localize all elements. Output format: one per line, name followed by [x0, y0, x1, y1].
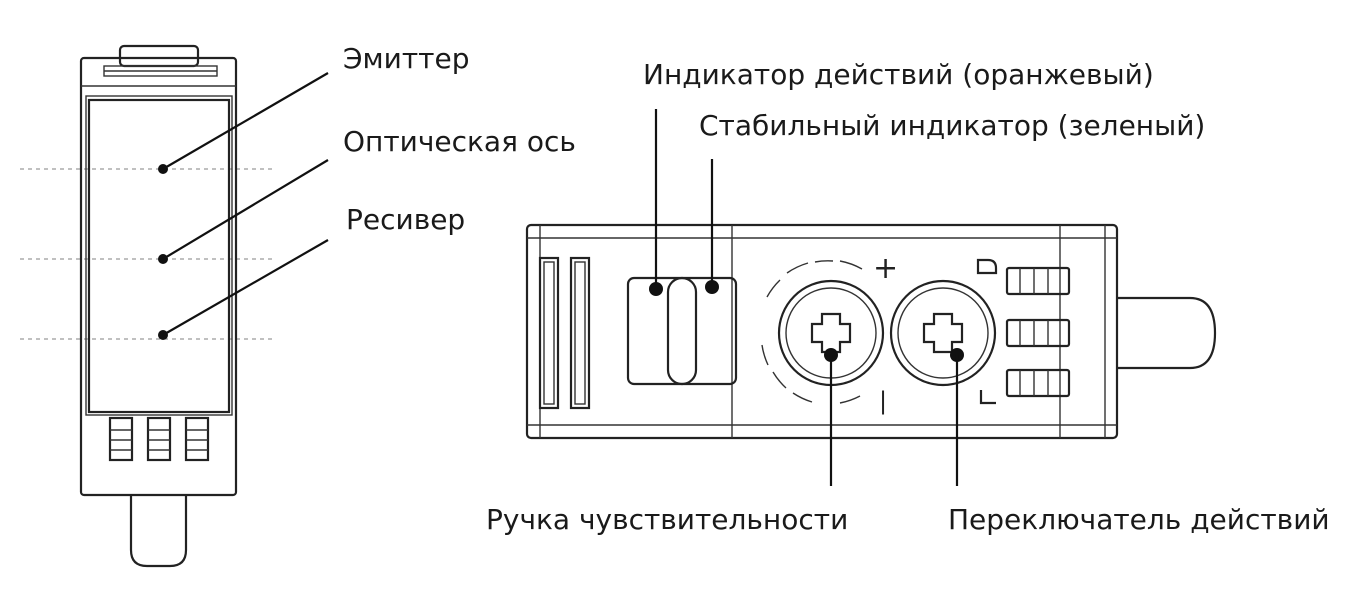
operation-switch-label: Переключатель действий	[948, 503, 1330, 536]
front-housing	[79, 56, 238, 497]
top-clip	[118, 44, 200, 68]
front-cable	[129, 495, 188, 568]
operation-switch	[889, 279, 997, 387]
optical-axis-label: Оптическая ось	[343, 125, 576, 158]
top-housing	[525, 223, 1119, 440]
emitter-label: Эмиттер	[343, 42, 470, 75]
top-view: + |	[525, 109, 1217, 486]
top-terminals	[1005, 266, 1071, 398]
receiver-label: Ресивер	[346, 203, 465, 236]
optical-axis-leader	[162, 159, 329, 260]
operation-indicator-label: Индикатор действий (оранжевый)	[643, 58, 1154, 91]
plus-symbol: +	[873, 251, 898, 286]
front-terminals	[108, 416, 210, 462]
indicator-window	[626, 276, 738, 386]
lens-window	[87, 98, 231, 414]
minus-symbol: |	[879, 387, 887, 415]
dark-on-icon	[976, 258, 998, 275]
sensitivity-knob	[761, 260, 885, 404]
light-on-icon	[979, 390, 996, 405]
receiver-leader	[162, 239, 329, 336]
front-view	[20, 44, 329, 568]
top-cable	[1117, 296, 1217, 370]
stability-indicator-label: Стабильный индикатор (зеленый)	[699, 109, 1205, 142]
sensitivity-knob-label: Ручка чувствительности	[486, 503, 848, 536]
emitter-leader	[162, 72, 329, 170]
